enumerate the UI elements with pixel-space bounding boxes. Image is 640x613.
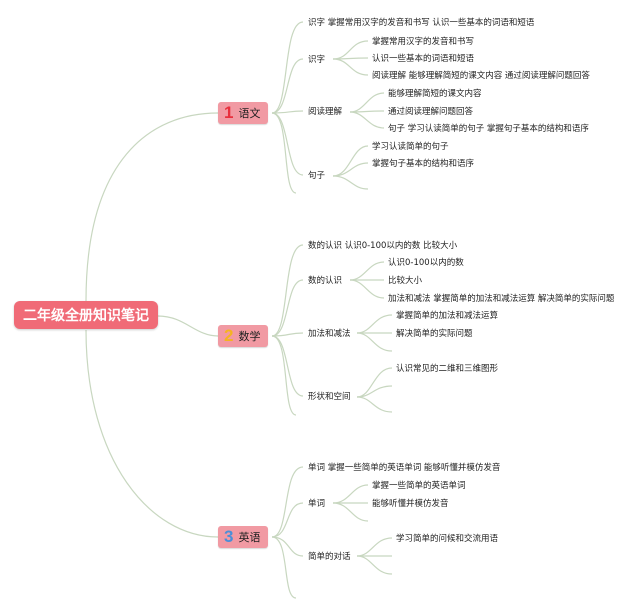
item-node[interactable]: 学习简单的问候和交流用语 [396, 534, 499, 544]
topic-node[interactable]: 形状和空间 [308, 392, 351, 402]
topic-node[interactable]: 加法和减法 [308, 329, 351, 339]
item-node[interactable]: 学习认读简单的句子 [372, 142, 449, 152]
topic-node[interactable]: 数的认识 [308, 276, 343, 286]
subject-node-english[interactable]: 3 英语 [218, 526, 269, 548]
summary-node[interactable]: 单词 掌握一些简单的英语单词 能够听懂并模仿发音 [308, 463, 501, 473]
summary-node[interactable]: 数的认识 认识0-100以内的数 比较大小 [308, 241, 458, 251]
subject-number: 2 [224, 326, 234, 345]
item-node[interactable]: 阅读理解 能够理解简短的课文内容 通过阅读理解问题回答 [372, 71, 590, 81]
root-node[interactable]: 二年级全册知识笔记 [14, 301, 158, 329]
summary-node[interactable]: 识字 掌握常用汉字的发音和书写 认识一些基本的词语和短语 [308, 18, 535, 28]
item-node[interactable]: 认识一些基本的词语和短语 [372, 54, 475, 64]
topic-node[interactable]: 简单的对话 [308, 552, 351, 562]
subject-number: 1 [224, 103, 234, 122]
subject-node-math[interactable]: 2 数学 [218, 325, 269, 347]
item-node[interactable]: 认识常见的二维和三维图形 [396, 364, 499, 374]
item-node[interactable]: 能够听懂并模仿发音 [372, 499, 449, 509]
topic-node[interactable]: 阅读理解 [308, 107, 343, 117]
item-node[interactable]: 解决简单的实际问题 [396, 329, 473, 339]
item-node[interactable]: 加法和减法 掌握简单的加法和减法运算 解决简单的实际问题 [388, 294, 615, 304]
root-label: 二年级全册知识笔记 [23, 308, 149, 324]
item-node[interactable]: 能够理解简短的课文内容 [388, 89, 482, 99]
subject-label: 数学 [238, 330, 261, 343]
item-node[interactable]: 通过阅读理解问题回答 [388, 107, 474, 117]
item-node[interactable]: 掌握常用汉字的发音和书写 [372, 37, 475, 47]
item-node[interactable]: 句子 学习认读简单的句子 掌握句子基本的结构和语序 [388, 124, 589, 134]
subject-label: 语文 [238, 107, 261, 120]
subject-node-chinese[interactable]: 1 语文 [218, 102, 269, 124]
item-node[interactable]: 掌握句子基本的结构和语序 [372, 159, 475, 169]
item-node[interactable]: 掌握简单的加法和减法运算 [396, 311, 499, 321]
topic-node[interactable]: 单词 [308, 499, 326, 509]
item-node[interactable]: 认识0-100以内的数 [388, 258, 464, 268]
subject-label: 英语 [238, 531, 261, 544]
topic-node[interactable]: 句子 [308, 171, 326, 181]
subject-number: 3 [224, 527, 234, 546]
item-node[interactable]: 比较大小 [388, 276, 423, 286]
item-node[interactable]: 掌握一些简单的英语单词 [372, 481, 466, 491]
topic-node[interactable]: 识字 [308, 55, 326, 65]
